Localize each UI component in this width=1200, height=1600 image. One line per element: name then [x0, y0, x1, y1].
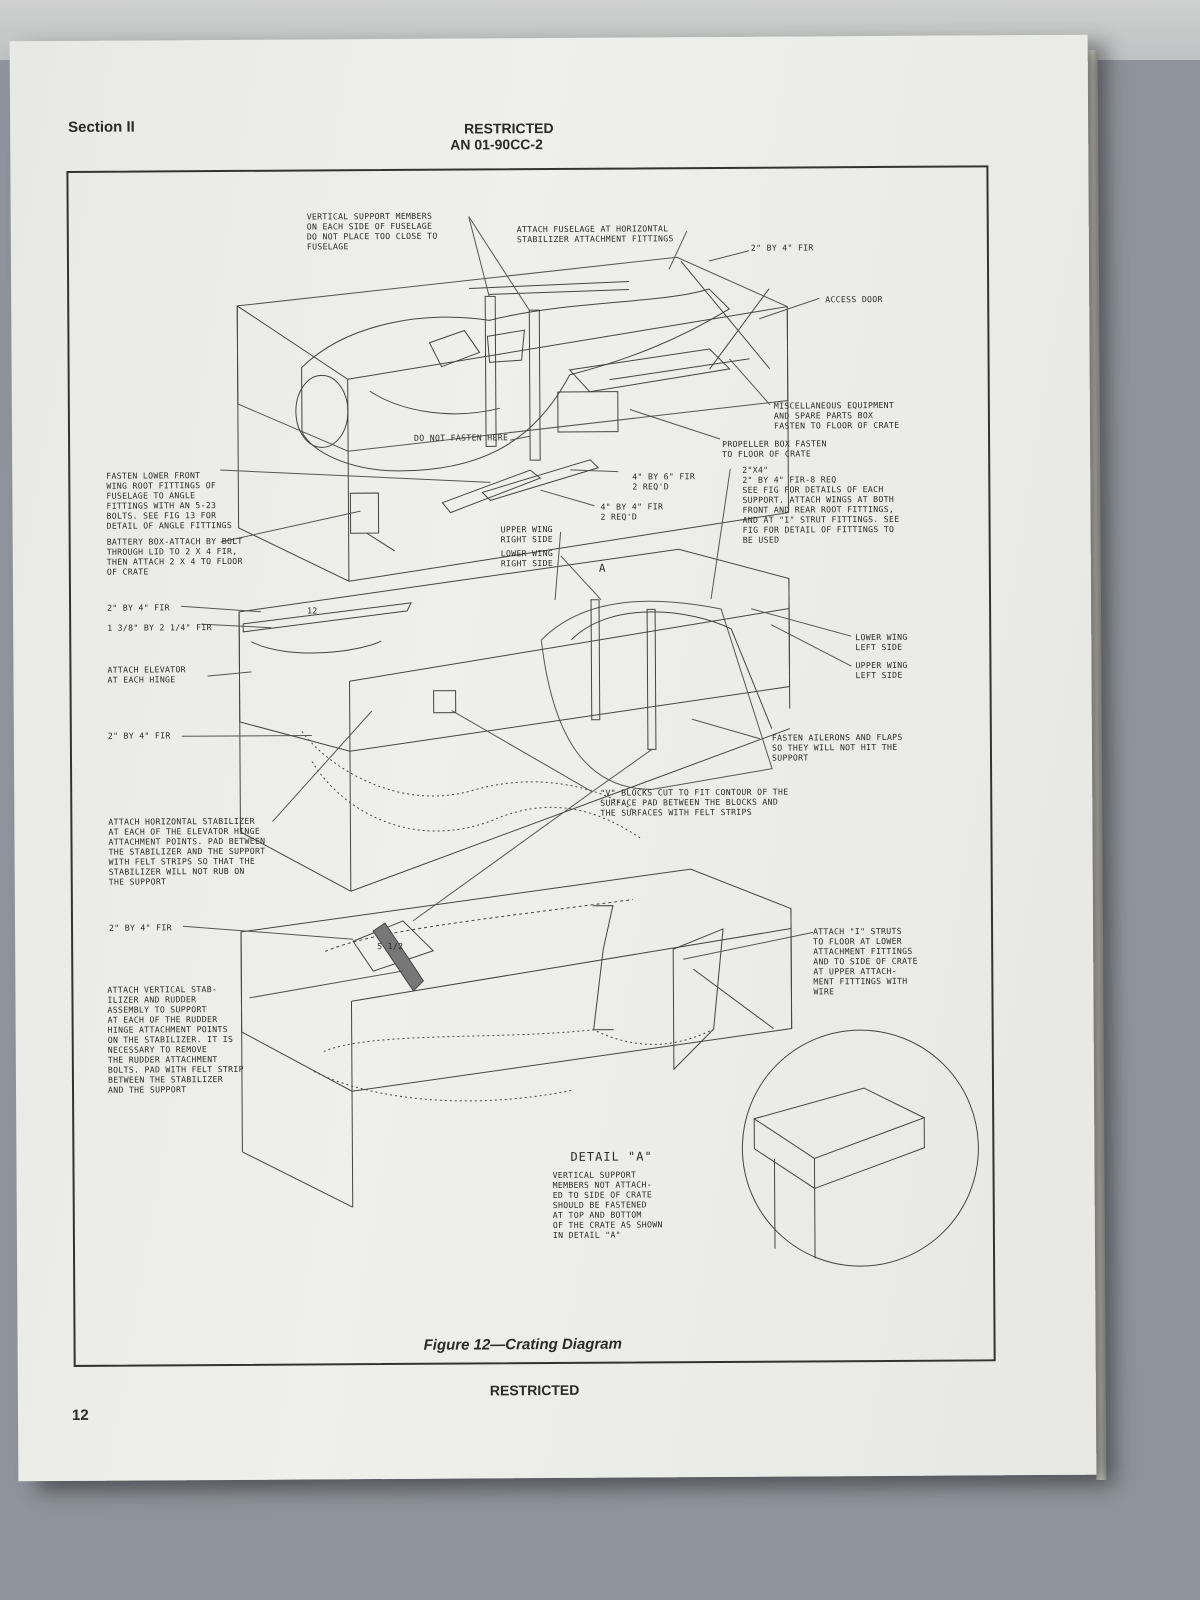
label-vertical-support: VERTICAL SUPPORT MEMBERS ON EACH SIDE OF… — [306, 210, 438, 252]
leader-lines — [179, 214, 854, 998]
label-attach-fuselage: ATTACH FUSELAGE AT HORIZONTAL STABILIZER… — [516, 223, 674, 245]
label-access-door: ACCESS DOOR — [825, 293, 883, 305]
footer-classification: RESTRICTED — [489, 1381, 580, 1399]
crate-fuselage — [237, 257, 789, 582]
label-fasten-ailerons: FASTEN AILERONS AND FLAPS SO THEY WILL N… — [771, 731, 903, 763]
label-detail-a-marker: A — [598, 561, 606, 575]
crating-diagram-drawing — [68, 167, 997, 1369]
label-fir-2x4-bottom: 2" BY 4" FIR — [108, 922, 172, 933]
label-detail-a-title: DETAIL "A" — [570, 1149, 653, 1164]
label-attach-vertical-stab: ATTACH VERTICAL STAB- ILIZER AND RUDDER … — [107, 984, 244, 1095]
label-fir-2x4-8req: 2"x4" 2" BY 4" FIR-8 REQ SEE FIG FOR DET… — [742, 464, 900, 545]
label-fir-2x4-top: 2" BY 4" FIR — [750, 242, 814, 253]
label-propeller-box: PROPELLER BOX FASTEN TO FLOOR OF CRATE — [722, 438, 827, 459]
label-attach-i-struts: ATTACH "I" STRUTS TO FLOOR AT LOWER ATTA… — [813, 925, 918, 997]
label-detail-a-text: VERTICAL SUPPORT MEMBERS NOT ATTACH- ED … — [552, 1169, 663, 1241]
label-fir-2x4-mid1: 2" BY 4" FIR — [107, 602, 170, 613]
label-upper-wing-right: UPPER WING RIGHT SIDE — [500, 523, 553, 545]
crate-tail — [241, 867, 979, 1269]
page-number: 12 — [71, 1406, 89, 1424]
label-battery-box: BATTERY BOX-ATTACH BY BOLT THROUGH LID T… — [106, 535, 243, 577]
label-lower-wing-left: LOWER WING LEFT SIDE — [855, 631, 908, 653]
header-classification: RESTRICTED — [464, 119, 554, 137]
label-misc-equipment: MISCELLANEOUS EQUIPMENT AND SPARE PARTS … — [773, 399, 900, 431]
label-upper-wing-left: UPPER WING LEFT SIDE — [855, 659, 908, 681]
section-heading: Section II — [68, 118, 135, 136]
label-v-blocks: "V" BLOCKS CUT TO FIT CONTOUR OF THE SUR… — [600, 786, 789, 818]
label-do-not-fasten: DO NOT FASTEN HERE — [414, 432, 509, 443]
figure-caption: Figure 12—Crating Diagram — [423, 1335, 623, 1354]
label-fir-1-3-8: 1 3/8" BY 2 1/4" FIR — [107, 622, 212, 633]
label-dim-12: 12 — [307, 605, 318, 616]
label-lower-wing-right: LOWER WING RIGHT SIDE — [500, 547, 554, 569]
document-number: AN 01-90CC-2 — [450, 136, 543, 153]
label-attach-elevator: ATTACH ELEVATOR AT EACH HINGE — [107, 664, 186, 685]
label-fasten-lower-front: FASTEN LOWER FRONT WING ROOT FITTINGS OF… — [106, 470, 233, 531]
manual-page: Section II RESTRICTED AN 01-90CC-2 — [9, 34, 1097, 1482]
crating-diagram-figure: VERTICAL SUPPORT MEMBERS ON EACH SIDE OF… — [66, 165, 997, 1369]
label-attach-horizontal: ATTACH HORIZONTAL STABILIZER AT EACH OF … — [108, 815, 266, 887]
crate-wings — [239, 549, 791, 892]
label-fir-4x6: 4" BY 6" FIR 2 REQ'D — [632, 471, 696, 492]
label-dim-5: 5 1/2 — [377, 940, 404, 952]
label-fir-2x4-mid2: 2" BY 4" FIR — [107, 730, 171, 741]
label-fir-4x4: 4" BY 4" FIR 2 REQ'D — [600, 501, 664, 522]
